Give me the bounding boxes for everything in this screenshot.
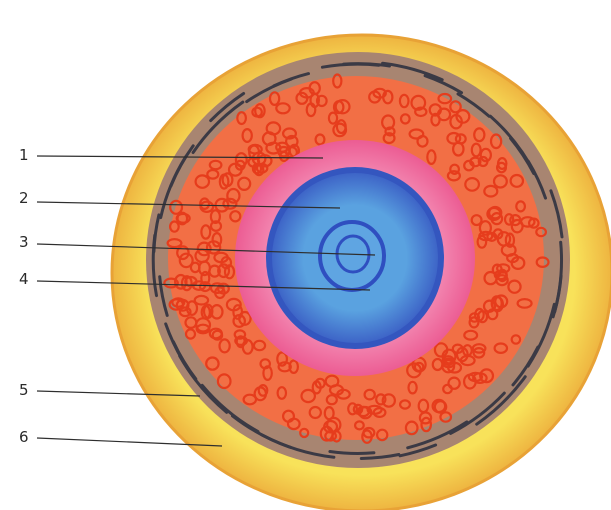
label-2-number: 2 <box>19 189 29 207</box>
label-5-number: 5 <box>19 381 29 399</box>
label-6-number: 6 <box>19 428 29 446</box>
label-4-number: 4 <box>19 270 29 288</box>
label-1-number: 1 <box>19 146 29 164</box>
label-3-number: 3 <box>19 233 29 251</box>
